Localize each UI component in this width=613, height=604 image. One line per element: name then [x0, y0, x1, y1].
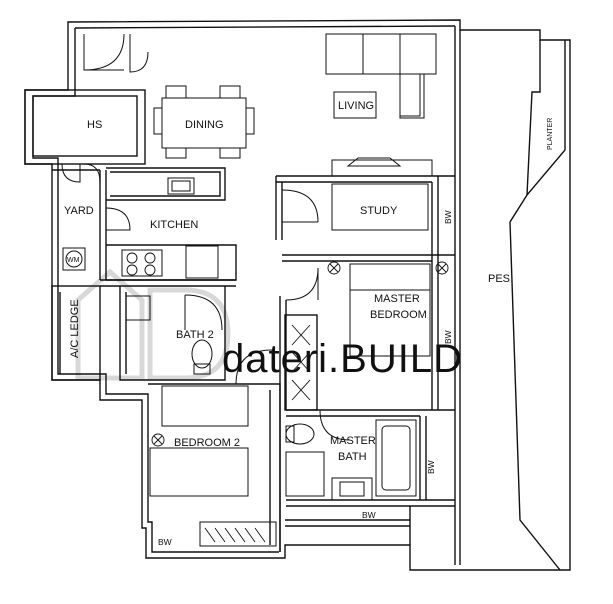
walls	[24, 19, 571, 571]
watermark: dateri.BUILD	[75, 268, 463, 381]
label-kitchen: KITCHEN	[150, 219, 198, 231]
label-dining: DINING	[185, 119, 224, 131]
label-study: STUDY	[360, 205, 398, 217]
label-bw-master-bath-bottom: BW	[362, 510, 376, 520]
wardrobe-hatching	[204, 324, 311, 543]
label-bw-master-bedroom: BW	[443, 330, 453, 344]
watermark-text: dateri.BUILD	[222, 337, 463, 381]
label-yard: YARD	[64, 205, 94, 217]
label-pes: PES	[488, 273, 510, 285]
label-planter: PLANTER	[547, 118, 554, 150]
label-hs: HS	[87, 119, 102, 131]
label-bw-study: BW	[443, 210, 453, 224]
hob-burners	[126, 252, 156, 276]
label-bw-master-bath-side: BW	[426, 460, 436, 474]
bedroom2-bed-top	[161, 385, 249, 427]
label-bedroom2: BEDROOM 2	[174, 437, 240, 449]
washing-machine	[62, 247, 86, 271]
label-bath2: BATH 2	[176, 329, 214, 341]
label-ac-ledge: A/C LEDGE	[69, 299, 81, 358]
label-master-bedroom-line2: BEDROOM	[370, 309, 427, 321]
bedroom2-bed-bottom	[149, 447, 249, 497]
light-fixtures	[151, 261, 449, 447]
label-washer: WM	[67, 257, 80, 264]
room-labels: HS DINING LIVING PLANTER YARD KITCHEN ST…	[64, 91, 554, 463]
bay-window-labels: BW BW BW BW BW	[158, 210, 453, 547]
label-master-bath-line1: MASTER	[330, 435, 376, 447]
label-bw-bedroom2: BW	[158, 537, 172, 547]
label-master-bath-line2: BATH	[338, 451, 367, 463]
sofa	[325, 33, 437, 75]
study-desk	[331, 183, 429, 231]
furniture	[62, 33, 437, 547]
label-living: LIVING	[338, 100, 374, 112]
doors	[61, 33, 351, 441]
label-master-bedroom-line1: MASTER	[374, 293, 420, 305]
